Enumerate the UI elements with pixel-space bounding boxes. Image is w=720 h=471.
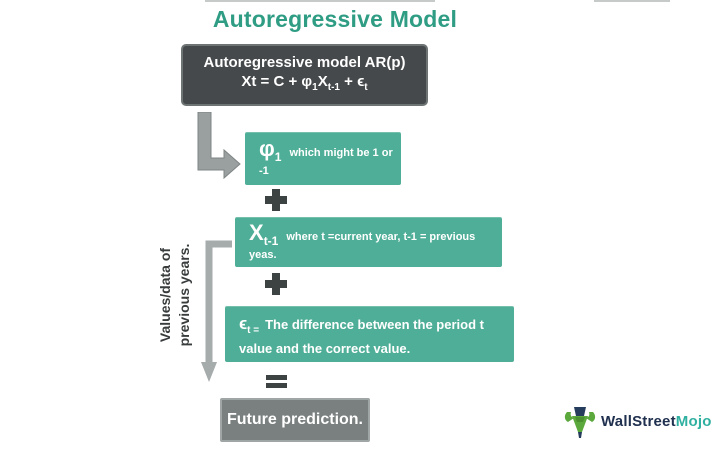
- formula-box: Autoregressive model AR(p) Xt = C + φ1Xt…: [181, 44, 428, 106]
- logo-text: WallStreetMojo: [601, 413, 712, 430]
- equation-part: X: [317, 73, 328, 90]
- equation-subscript: 1: [312, 82, 318, 93]
- page-title: Autoregressive Model: [212, 6, 458, 32]
- result-label: Future prediction.: [227, 411, 363, 428]
- epsilon-subscript: t =: [247, 325, 260, 336]
- x-symbol: X: [249, 219, 264, 245]
- equation-part: Xt = C + φ: [241, 73, 313, 90]
- bracket-down-arrow-icon: [201, 240, 232, 382]
- equation-part: + ϵ: [339, 73, 365, 90]
- result-box: Future prediction.: [220, 398, 370, 442]
- error-description: The difference between the period t valu…: [239, 317, 484, 356]
- bull-logo-icon: [564, 407, 596, 438]
- wallstreetmojo-logo: WallStreetMojo: [563, 403, 712, 439]
- formula-box-heading: Autoregressive model AR(p): [203, 54, 406, 71]
- phi-description: which might be 1 or -1: [259, 147, 393, 177]
- equation-subscript: t: [364, 82, 368, 93]
- formula-equation: Xt = C + φ1Xt-1 + ϵt: [183, 73, 426, 93]
- crop-artifact: [594, 0, 670, 2]
- elbow-arrow-icon: [197, 112, 241, 180]
- equation-subscript: t-1: [327, 82, 340, 93]
- lag-description: where t =current year, t-1 = previous ye…: [249, 230, 476, 261]
- phi-subscript: 1: [274, 150, 282, 164]
- plus-icon: [265, 189, 287, 211]
- side-label-line2: previous years.: [175, 243, 192, 347]
- side-label: Values/data of previous years.: [156, 240, 194, 350]
- plus-icon: [265, 273, 287, 295]
- equals-icon: [266, 375, 287, 388]
- epsilon-symbol: ϵ: [239, 314, 248, 333]
- logo-part-mojo: Mojo: [675, 412, 712, 430]
- x-subscript: t-1: [263, 233, 279, 248]
- logo-part-wallstreet: WallStreet: [601, 412, 676, 430]
- error-term-box: ϵt =The difference between the period t …: [225, 306, 514, 362]
- side-label-line1: Values/data of: [157, 247, 173, 343]
- phi-symbol: φ: [259, 136, 275, 161]
- crop-artifact: [205, 0, 435, 2]
